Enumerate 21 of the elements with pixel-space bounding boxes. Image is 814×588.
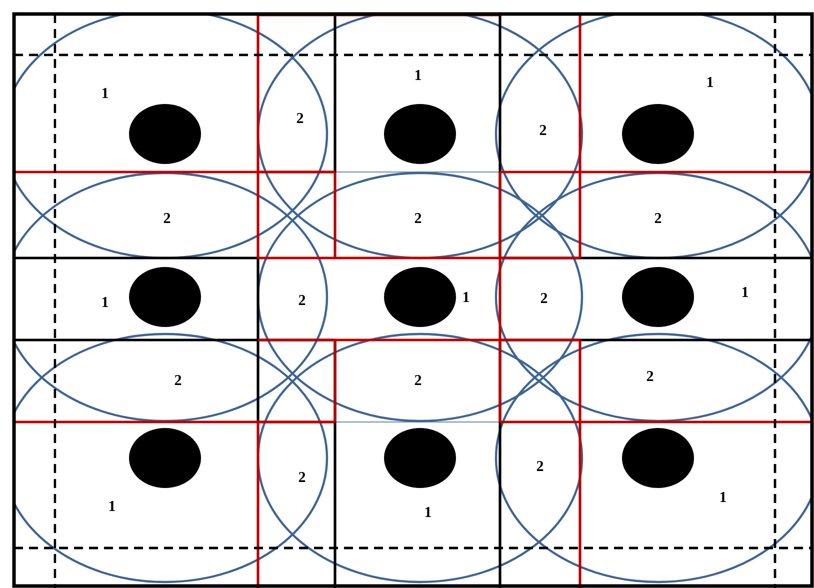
region-number: 1 xyxy=(720,492,726,502)
region-number: 2 xyxy=(174,375,182,385)
region-number: 2 xyxy=(536,461,544,471)
region-number: 2 xyxy=(298,472,306,482)
region-number: 2 xyxy=(540,293,548,303)
region-number: 2 xyxy=(296,113,304,123)
region-number: 2 xyxy=(540,125,546,135)
region-number: 2 xyxy=(414,375,422,385)
region-number: 1 xyxy=(102,88,108,98)
region-number: 1 xyxy=(463,292,469,302)
region-number: 1 xyxy=(415,70,421,80)
region-number: 1 xyxy=(102,297,108,307)
region-number: 1 xyxy=(109,501,115,511)
region-number: 2 xyxy=(298,295,306,305)
region-number: 1 xyxy=(707,77,713,87)
region-number: 2 xyxy=(654,213,662,223)
region-number: 2 xyxy=(646,371,654,381)
region-number: 1 xyxy=(742,287,748,297)
region-number: 2 xyxy=(164,213,170,223)
region-number: 2 xyxy=(414,213,422,223)
region-number: 1 xyxy=(425,507,431,517)
